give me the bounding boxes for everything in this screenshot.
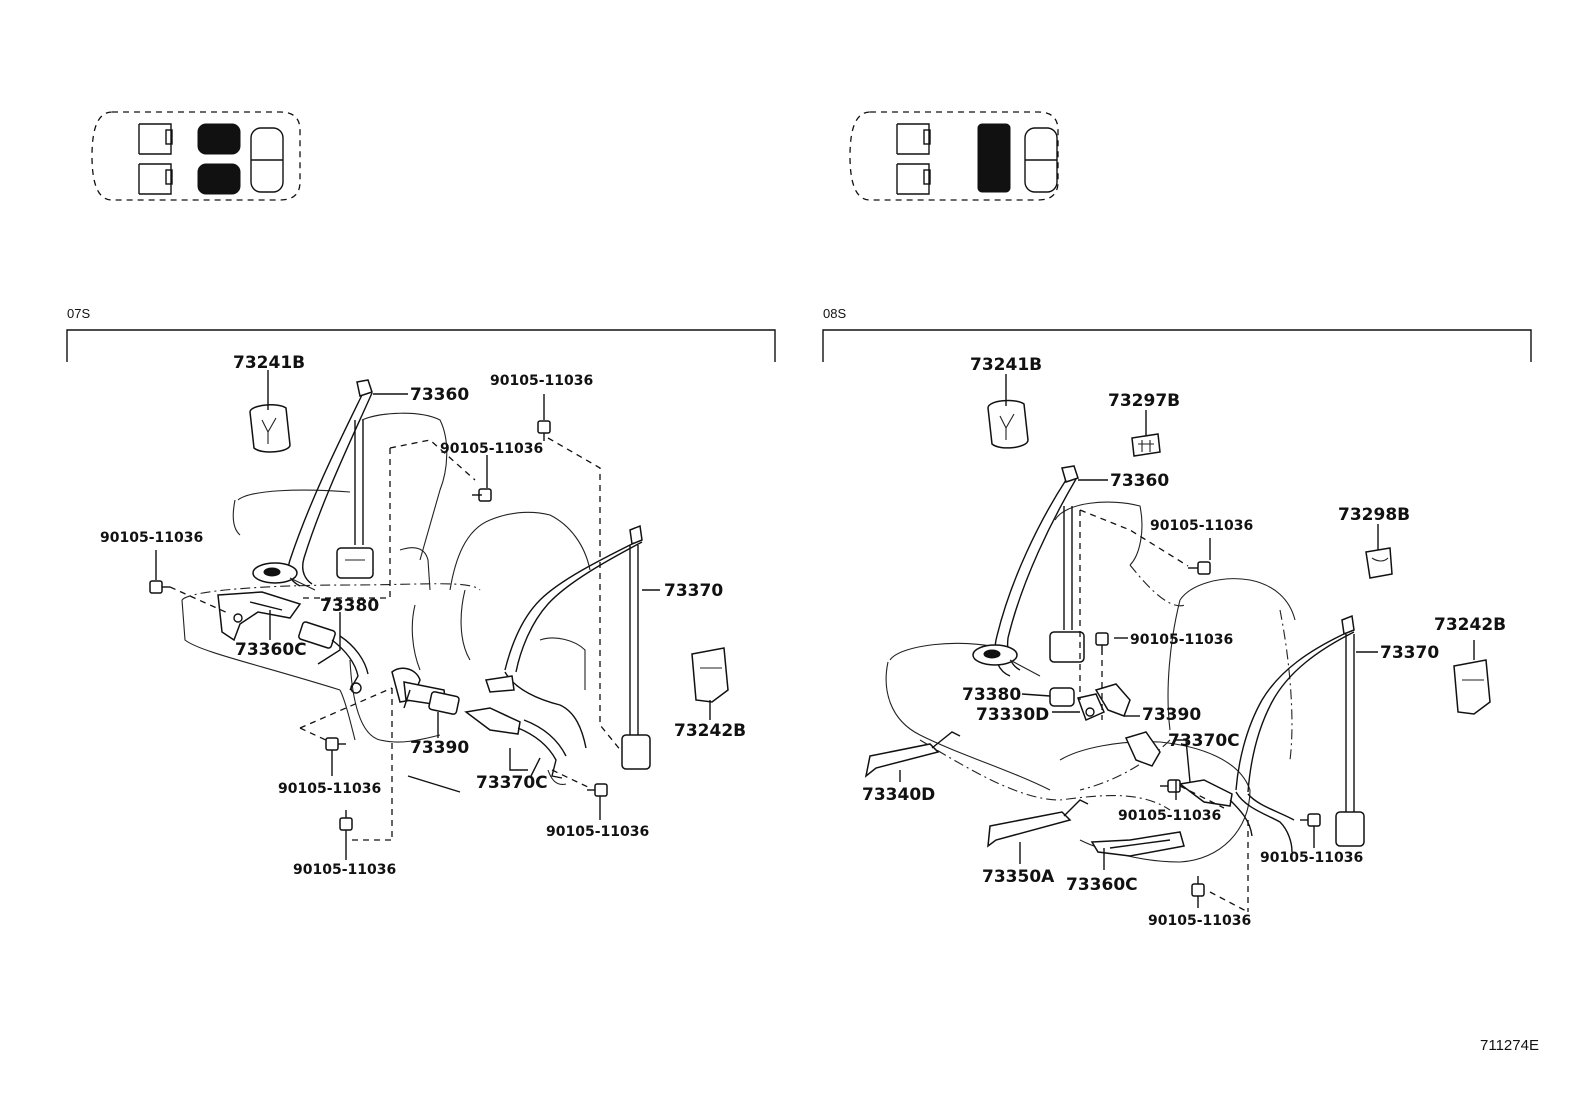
part-label: 73370	[1380, 643, 1439, 663]
part-label: 90105-11036	[278, 781, 381, 797]
part-73380-buckle	[1049, 687, 1075, 707]
part-label: 73360	[1110, 471, 1169, 491]
part-label: 90105-11036	[1130, 632, 1233, 648]
part-73360-anchor	[1061, 465, 1079, 483]
part-73242b-cover	[691, 647, 729, 703]
part-label: 73241B	[233, 353, 305, 373]
assembly-08s: 73241B 73297B 73360 90105-11036 73298B 9…	[862, 355, 1506, 929]
part-label: 73370	[664, 581, 723, 601]
seat-locator-07s	[91, 111, 301, 201]
part-73370c-buckle	[464, 707, 521, 735]
part-73297b-clip	[1131, 433, 1161, 457]
part-label: 73241B	[970, 355, 1042, 375]
part-73360-retractor	[336, 547, 374, 579]
part-label: 90105-11036	[1260, 850, 1363, 866]
bolt-icon	[149, 580, 170, 594]
part-label: 73330D	[976, 705, 1049, 725]
bolt-icon	[587, 783, 608, 797]
section-code: 08S	[823, 306, 846, 321]
bolt-icon	[1188, 561, 1211, 575]
diagram-id: 711274E	[1480, 1037, 1539, 1054]
part-label: 73298B	[1338, 505, 1410, 525]
part-label: 73242B	[674, 721, 746, 741]
part-label: 73350A	[982, 867, 1055, 887]
part-label: 90105-11036	[100, 530, 203, 546]
part-label: 90105-11036	[293, 862, 396, 878]
part-label: 73380	[962, 685, 1021, 705]
part-73370-anchor	[1341, 614, 1355, 636]
bolt-icon	[1160, 779, 1181, 793]
part-label: 73360	[410, 385, 469, 405]
part-label: 73242B	[1434, 615, 1506, 635]
section-07s-header: 07S	[66, 306, 776, 362]
part-73390-buckle	[1094, 683, 1131, 717]
part-label: 73360C	[1066, 875, 1138, 895]
bolt-icon	[1191, 876, 1205, 897]
part-label: 90105-11036	[1150, 518, 1253, 534]
part-label: 73390	[1142, 705, 1201, 725]
part-73370c-buckle	[1178, 779, 1233, 807]
part-label: 90105-11036	[490, 373, 593, 389]
part-label: 90105-11036	[1118, 808, 1221, 824]
part-73298b-clip	[1365, 547, 1393, 579]
part-label: 90105-11036	[1148, 913, 1251, 929]
part-label: 90105-11036	[440, 441, 543, 457]
part-73360c-plate	[217, 591, 302, 642]
part-label: 73380	[320, 596, 379, 616]
part-73242b-cover	[1453, 659, 1491, 715]
part-73370-anchor	[629, 524, 643, 546]
assembly-07s: 73241B 73360 90105-11036 90105-11036 901…	[100, 353, 746, 878]
part-73360-retractor	[1049, 631, 1085, 663]
part-label: 90105-11036	[546, 824, 649, 840]
seat-locator-08s	[849, 111, 1059, 201]
bolt-icon	[325, 737, 346, 751]
part-73350a-buckle	[987, 811, 1072, 848]
part-73370-retractor	[1335, 811, 1365, 847]
bolt-icon	[1095, 632, 1109, 655]
part-73370-retractor	[621, 734, 651, 770]
part-73330d-bracket	[1077, 693, 1105, 722]
bolt-icon	[472, 488, 492, 502]
bolt-icon	[1300, 813, 1321, 827]
part-label: 73297B	[1108, 391, 1180, 411]
section-08s-header: 08S	[822, 306, 1532, 362]
part-73340d-buckle	[864, 743, 940, 778]
part-label: 73370C	[476, 773, 548, 793]
part-73360-anchor	[356, 379, 373, 397]
part-label: 73370C	[1168, 731, 1240, 751]
section-code: 07S	[67, 306, 90, 321]
bolt-icon	[339, 810, 353, 831]
part-label: 73390	[410, 738, 469, 758]
part-label: 73340D	[862, 785, 935, 805]
bolt-icon	[537, 420, 551, 441]
part-label: 73360C	[235, 640, 307, 660]
